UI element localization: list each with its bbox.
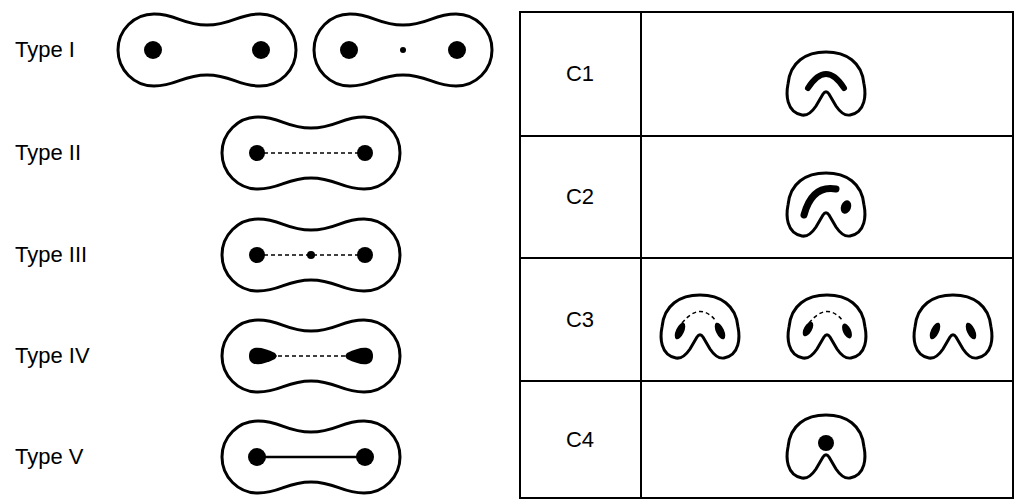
cell-shape — [222, 117, 400, 189]
cell-shape — [118, 14, 296, 86]
row-label: C3 — [566, 307, 594, 333]
type-label: Type IV — [15, 343, 90, 369]
cell-shape — [222, 320, 400, 392]
cell-shape — [222, 219, 400, 291]
type-label: Type I — [15, 37, 75, 63]
row-label: C4 — [566, 427, 594, 453]
table-grid — [520, 12, 1013, 498]
section-shape — [787, 52, 865, 115]
type-label: Type V — [15, 444, 83, 470]
cell-shape — [314, 14, 492, 86]
cell-shape — [222, 421, 400, 493]
row-label: C2 — [566, 184, 594, 210]
section-shape — [788, 295, 866, 358]
section-shape — [914, 295, 992, 358]
row-label: C1 — [566, 61, 594, 87]
type-label: Type III — [15, 242, 87, 268]
section-shape — [787, 415, 865, 478]
type-label: Type II — [15, 140, 81, 166]
section-shape — [787, 173, 865, 236]
section-shape — [661, 295, 739, 358]
